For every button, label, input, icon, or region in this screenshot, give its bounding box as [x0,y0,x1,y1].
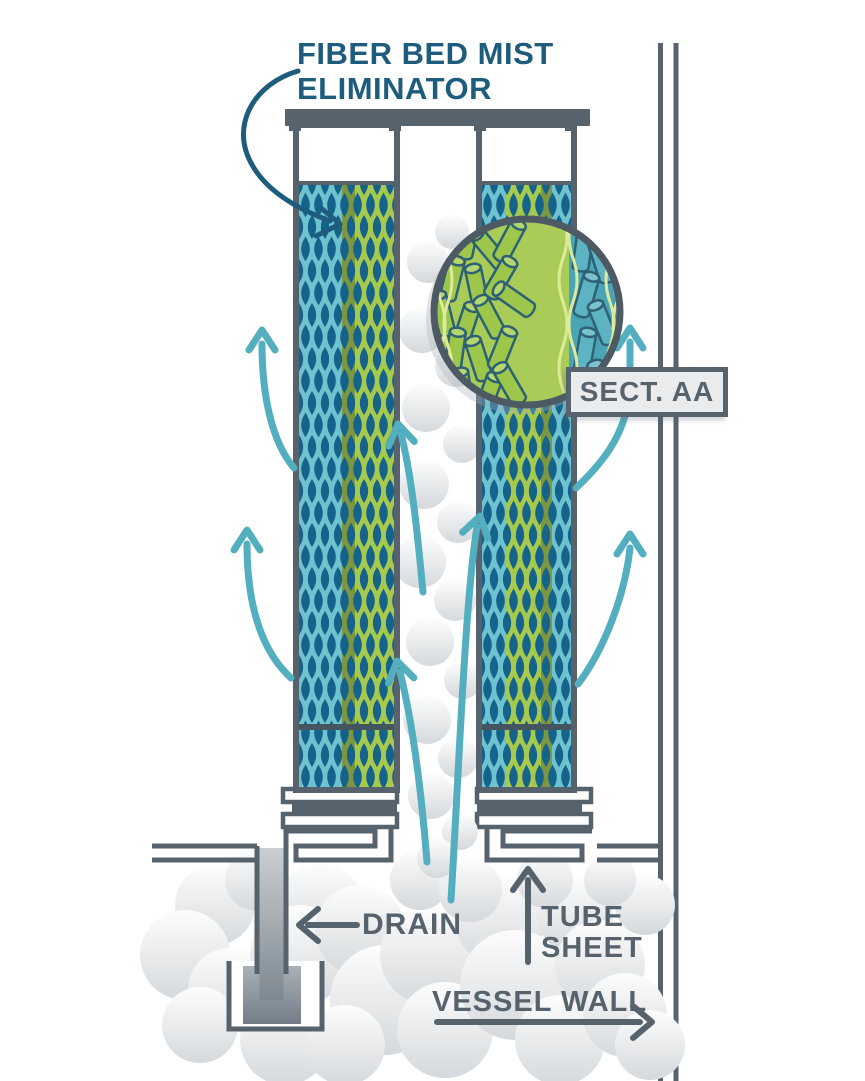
flow-arrow-shaft [397,430,427,596]
fiber-olive-band [541,183,552,788]
fiber-olive-band [342,183,355,788]
tube-sheet-arrow [510,866,546,965]
top-cap-bar [285,109,590,131]
title-leader-arrow [241,68,343,239]
leader-arrow-head [313,205,343,239]
gas-flow-arrows [234,328,643,904]
flow-arrow-shaft [447,523,481,904]
candle-flange-left [280,786,400,830]
section-detail-circle [426,215,624,414]
drain-pipe-fill [259,848,284,1000]
circle-ring [430,215,624,409]
diagram-title: FIBER BED MIST ELIMINATOR [297,36,554,106]
drain-label: DRAIN [362,908,462,941]
diagram-title-line2: ELIMINATOR [297,71,493,106]
mist-clouds-bottom [140,850,685,1081]
candle-flange-right [474,786,594,830]
diagram-title-line1: FIBER BED MIST [297,36,554,71]
fiber-bed-column-left [293,122,400,793]
label-arrows [296,866,655,1041]
vessel-wall-arrow [434,1003,655,1041]
flow-arrow-shaft [574,544,634,688]
tube-sheet-fold-right [484,827,592,863]
flow-arrow-shaft [243,540,295,682]
drain-arrow [296,906,360,944]
seal-cup-outline [226,961,325,1032]
section-label-box: SECT. AA [566,367,728,417]
section-label: SECT. AA [579,376,715,407]
fiber-teal-band [299,183,342,788]
fiber-green-band [355,183,394,788]
tube-sheet-label: TUBE SHEET [541,901,643,964]
tube-sheet-fold-left [286,827,394,863]
flow-arrow-shaft [396,668,431,866]
flow-arrow-shaft [258,340,298,472]
vessel-wall-label: VESSEL WALL [432,986,648,1018]
